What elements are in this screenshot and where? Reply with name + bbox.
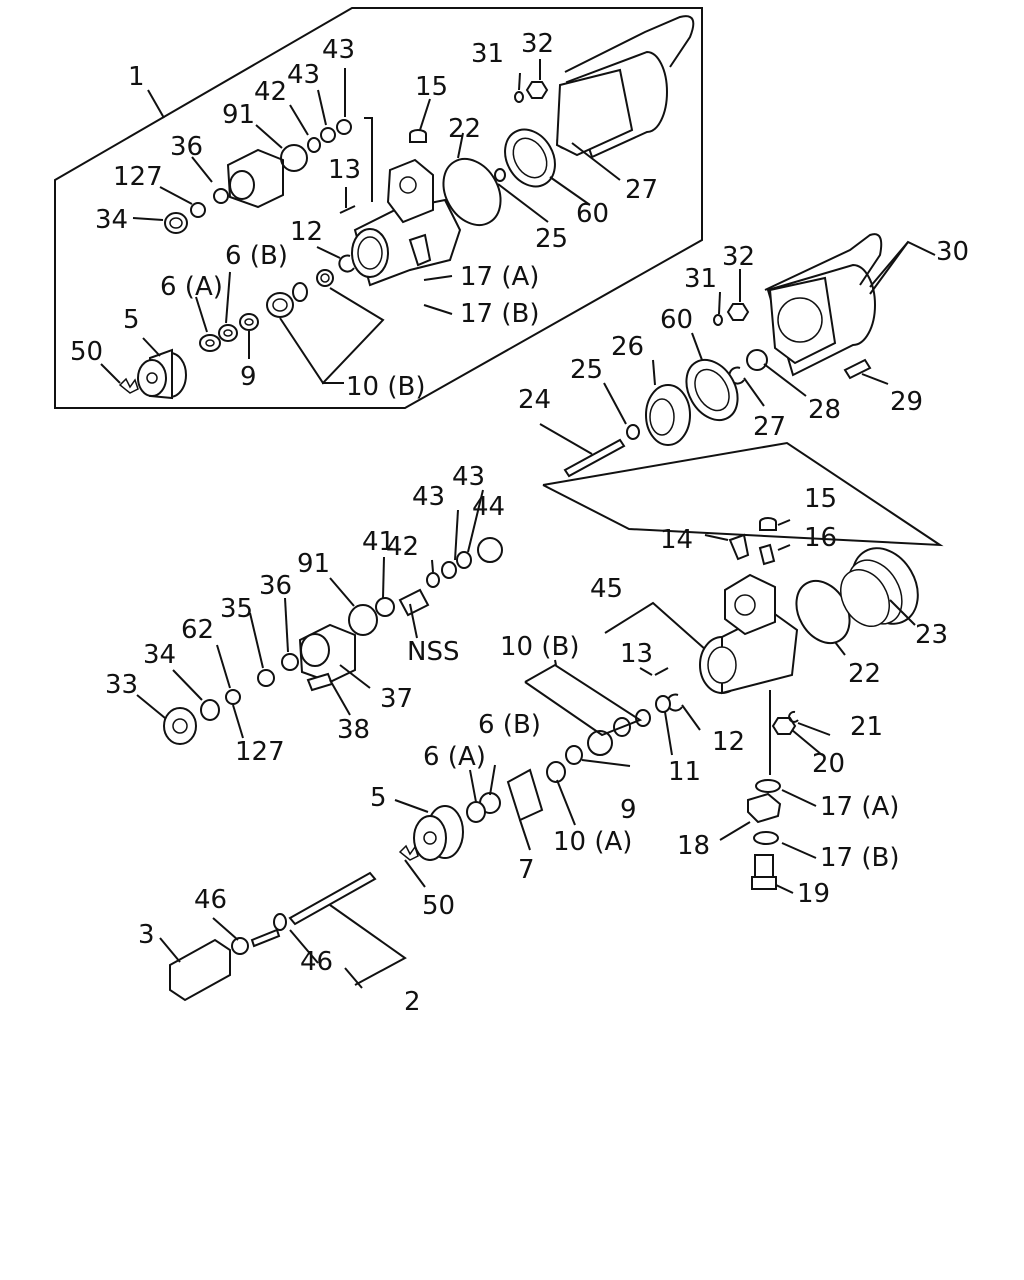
callout-50b: 50: [422, 891, 455, 921]
callout-nss: NSS: [407, 637, 459, 667]
callout-26: 26: [611, 332, 644, 362]
callout-25: 25: [535, 224, 568, 254]
assembly-1-outline: [54, 7, 703, 409]
callout-11: 11: [668, 757, 701, 787]
leader-lines: [100, 59, 936, 989]
callout-10b: 10 (B): [346, 372, 425, 402]
callout-43b: 43: [322, 35, 355, 65]
callout-15b: 15: [804, 484, 837, 514]
callout-91b: 91: [297, 549, 330, 579]
callout-43a: 43: [287, 60, 320, 90]
callout-6a-lower: 6 (A): [423, 742, 486, 772]
callout-46b: 46: [300, 947, 333, 977]
callout-43c: 43: [412, 482, 445, 512]
callout-46a: 46: [194, 885, 227, 915]
callout-28: 28: [808, 395, 841, 425]
callout-10b-lower: 10 (B): [500, 632, 579, 662]
callout-127b: 127: [235, 737, 285, 767]
callout-38: 38: [337, 715, 370, 745]
callout-16: 16: [804, 523, 837, 553]
callout-15: 15: [415, 72, 448, 102]
callout-9b: 9: [620, 795, 637, 825]
callout-22b: 22: [848, 659, 881, 689]
callout-36b: 36: [259, 571, 292, 601]
callout-5b: 5: [370, 783, 387, 813]
callout-29: 29: [890, 387, 923, 417]
callout-36: 36: [170, 132, 203, 162]
callout-60b: 60: [660, 305, 693, 335]
callout-35: 35: [220, 594, 253, 624]
top-assembly-parts: [118, 15, 695, 400]
callout-6a: 6 (A): [160, 272, 223, 302]
callout-10a: 10 (A): [553, 827, 632, 857]
callout-20: 20: [812, 749, 845, 779]
callout-37: 37: [380, 684, 413, 714]
callout-127: 127: [113, 162, 163, 192]
callout-27b: 27: [753, 412, 786, 442]
callout-32b: 32: [722, 242, 755, 272]
callout-6b-lower: 6 (B): [478, 710, 541, 740]
callout-24: 24: [518, 385, 551, 415]
callout-23: 23: [915, 620, 948, 650]
callout-14: 14: [660, 525, 693, 555]
callout-2: 2: [404, 987, 421, 1017]
callout-3: 3: [138, 920, 155, 950]
callout-60: 60: [576, 199, 609, 229]
callout-34: 34: [95, 205, 128, 235]
callout-9: 9: [240, 362, 257, 392]
callout-12b: 12: [712, 727, 745, 757]
callout-50: 50: [70, 337, 103, 367]
callout-6b: 6 (B): [225, 241, 288, 271]
lower-assembly-parts: [163, 233, 944, 1002]
callout-34b: 34: [143, 640, 176, 670]
callout-7: 7: [518, 855, 535, 885]
callout-labels: 1 36 127 34 91 42 43 43 13 12 6 (A) 6 (B…: [70, 29, 969, 1017]
callout-17a-lower: 17 (A): [820, 792, 899, 822]
callout-25b: 25: [570, 355, 603, 385]
callout-32: 32: [521, 29, 554, 59]
callout-27: 27: [625, 175, 658, 205]
callout-30: 30: [936, 237, 969, 267]
callout-18: 18: [677, 831, 710, 861]
callout-19: 19: [797, 879, 830, 909]
callout-13: 13: [328, 155, 361, 185]
callout-22: 22: [448, 114, 481, 144]
callout-12: 12: [290, 217, 323, 247]
callout-13b: 13: [620, 639, 653, 669]
callout-45: 45: [590, 574, 623, 604]
callout-91: 91: [222, 100, 255, 130]
callout-44: 44: [472, 492, 505, 522]
callout-43d: 43: [452, 462, 485, 492]
callout-17b-lower: 17 (B): [820, 843, 899, 873]
callout-31: 31: [471, 39, 504, 69]
callout-42b: 42: [386, 532, 419, 562]
callout-41: 41: [362, 527, 395, 557]
callout-17a: 17 (A): [460, 262, 539, 292]
callout-1: 1: [128, 62, 145, 92]
callout-33: 33: [105, 670, 138, 700]
callout-62: 62: [181, 615, 214, 645]
callout-31b: 31: [684, 264, 717, 294]
callout-5: 5: [123, 305, 140, 335]
callout-21: 21: [850, 712, 883, 742]
callout-42: 42: [254, 77, 287, 107]
callout-17b: 17 (B): [460, 299, 539, 329]
